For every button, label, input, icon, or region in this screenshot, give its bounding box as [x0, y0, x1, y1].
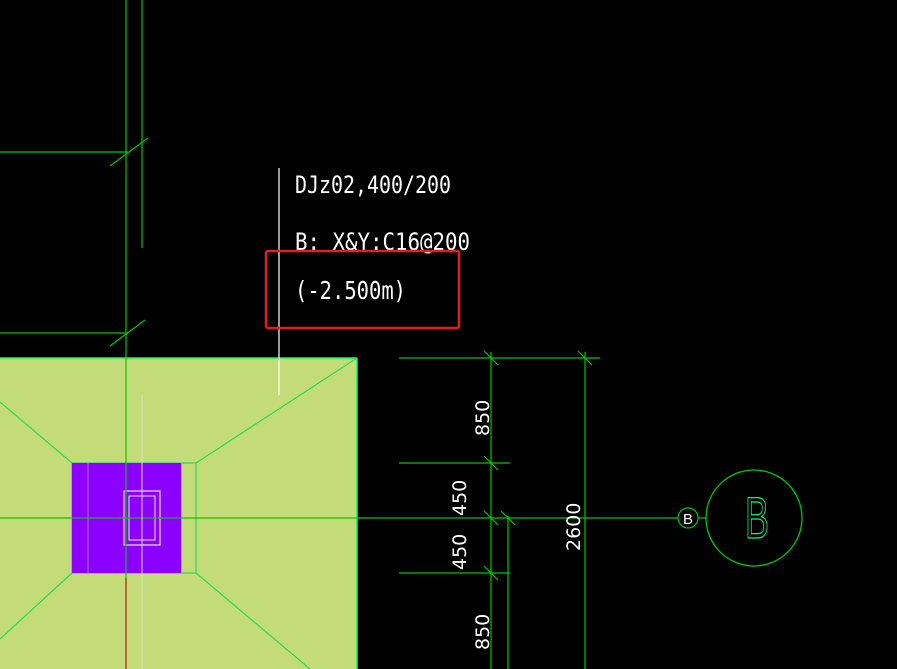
dim-2600-total: 2600 — [563, 503, 585, 551]
dimension-lines — [399, 350, 600, 669]
footing-annotation: DJz02,400/200 B: X&Y:C16@200 (-2.500m) — [295, 171, 470, 305]
footing — [0, 357, 358, 669]
dim-450-upper: 450 — [449, 480, 471, 516]
dim-850-top: 850 — [472, 400, 494, 436]
axis-bubble-small-label: B — [683, 511, 693, 528]
elevation-label: (-2.500m) — [295, 276, 406, 305]
axis-lines — [0, 358, 690, 669]
highlight-box — [264, 249, 461, 330]
dimension-texts: 850 450 450 850 2600 — [449, 400, 585, 650]
dim-850-bottom: 850 — [472, 614, 494, 650]
dim-450-lower: 450 — [449, 534, 471, 570]
axis-bubble-large — [705, 469, 803, 567]
axis-bubbles: B B — [677, 469, 803, 567]
axis-bubble-large-label: B — [745, 486, 769, 551]
footing-label: DJz02,400/200 — [295, 171, 451, 199]
